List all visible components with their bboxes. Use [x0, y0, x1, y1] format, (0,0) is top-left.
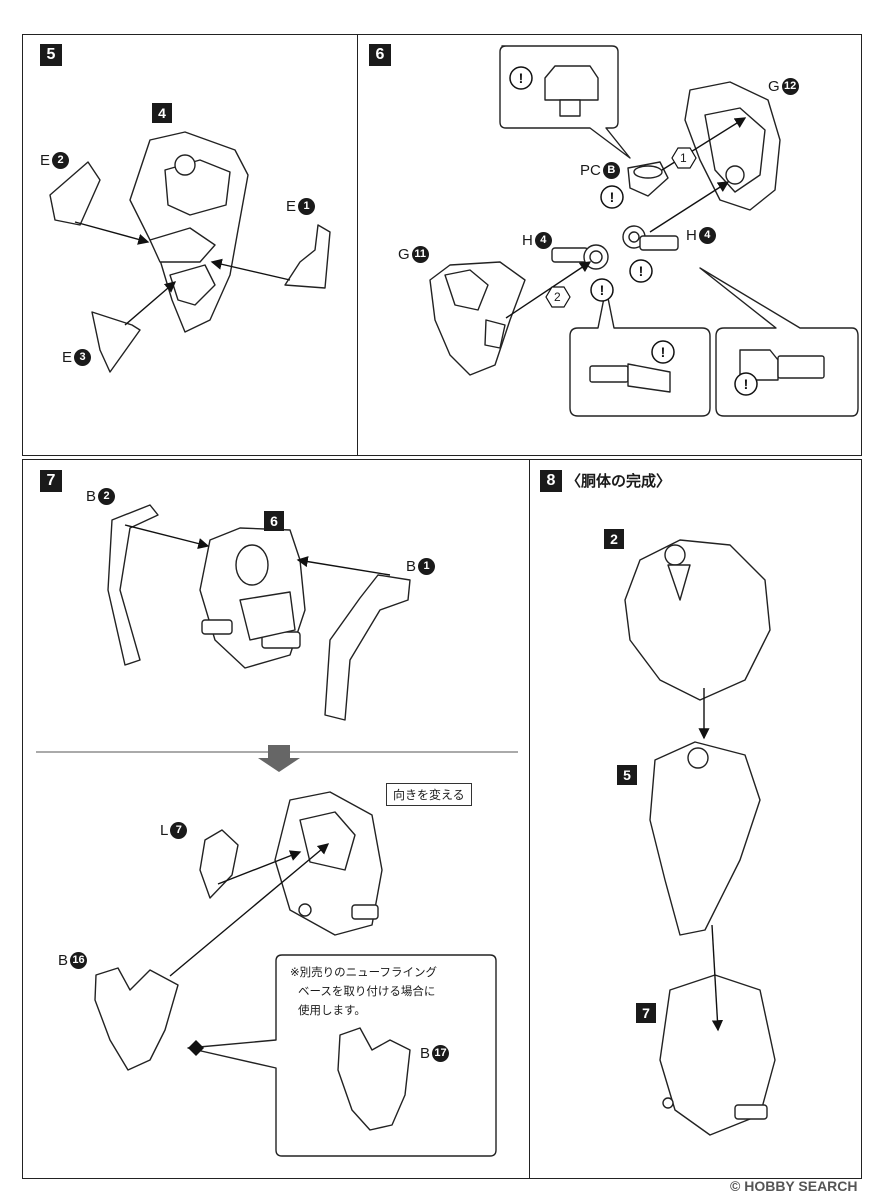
svg-text:!: !	[600, 282, 605, 298]
stage-2-drawing	[624, 539, 771, 701]
torso-part-4-drawing	[129, 131, 249, 333]
part-l7-drawing	[199, 829, 239, 899]
assembly-turned-drawing	[274, 791, 383, 936]
part-h4-left-drawing	[551, 244, 609, 270]
order-1-label: 1	[680, 151, 687, 165]
part-e2-drawing	[49, 161, 101, 226]
stage-7-badge: 7	[636, 1003, 656, 1023]
order-2-label: 2	[554, 290, 561, 304]
step-7-number: 7	[40, 470, 62, 492]
part-h4-right-drawing	[622, 225, 679, 251]
note-line-1: ※別売りのニューフライング	[290, 967, 437, 979]
stage-2-badge: 2	[604, 529, 624, 549]
part-b2-drawing	[107, 504, 159, 666]
svg-text:!: !	[639, 263, 644, 279]
step-6-panel	[357, 34, 862, 456]
part-6-badge: 6	[264, 511, 284, 531]
assembly-6-drawing	[199, 527, 306, 669]
turn-around-label: 向きを変える	[386, 783, 472, 806]
stage-5-drawing	[649, 741, 761, 936]
part-e3-drawing	[91, 311, 141, 373]
note-line-3: 使用します。	[298, 1005, 366, 1017]
svg-text:!: !	[610, 189, 615, 205]
part-e1-drawing	[284, 224, 331, 289]
down-arrow	[258, 745, 300, 772]
step-8-title: 〈胴体の完成〉	[566, 473, 672, 490]
stage-5-badge: 5	[617, 765, 637, 785]
svg-text:!: !	[744, 376, 749, 392]
watermark: © HOBBY SEARCH	[730, 1178, 858, 1194]
step-6-number: 6	[369, 44, 391, 66]
part-g12-drawing	[684, 81, 781, 211]
callout-left-shape	[569, 287, 711, 417]
callout-right-shape	[699, 267, 859, 417]
note-line-2: ベースを取り付ける場合に	[298, 986, 436, 998]
part-4-badge: 4	[152, 103, 172, 123]
optional-base-note: ※別売りのニューフライング ベースを取り付ける場合に 使用します。	[290, 964, 437, 1021]
part-g11-drawing	[429, 261, 526, 376]
stage-7-drawing	[659, 974, 776, 1136]
step-8-panel	[529, 459, 862, 1179]
part-b17-drawing	[337, 1027, 411, 1131]
part-b1-drawing	[324, 574, 411, 721]
svg-text:!: !	[519, 70, 524, 86]
step-5-number: 5	[40, 44, 62, 66]
warning-icons	[509, 66, 758, 396]
part-b16-drawing	[94, 967, 179, 1071]
part-pcb-drawing	[627, 161, 669, 197]
svg-text:!: !	[661, 344, 666, 360]
step-8-number: 8	[540, 470, 562, 492]
